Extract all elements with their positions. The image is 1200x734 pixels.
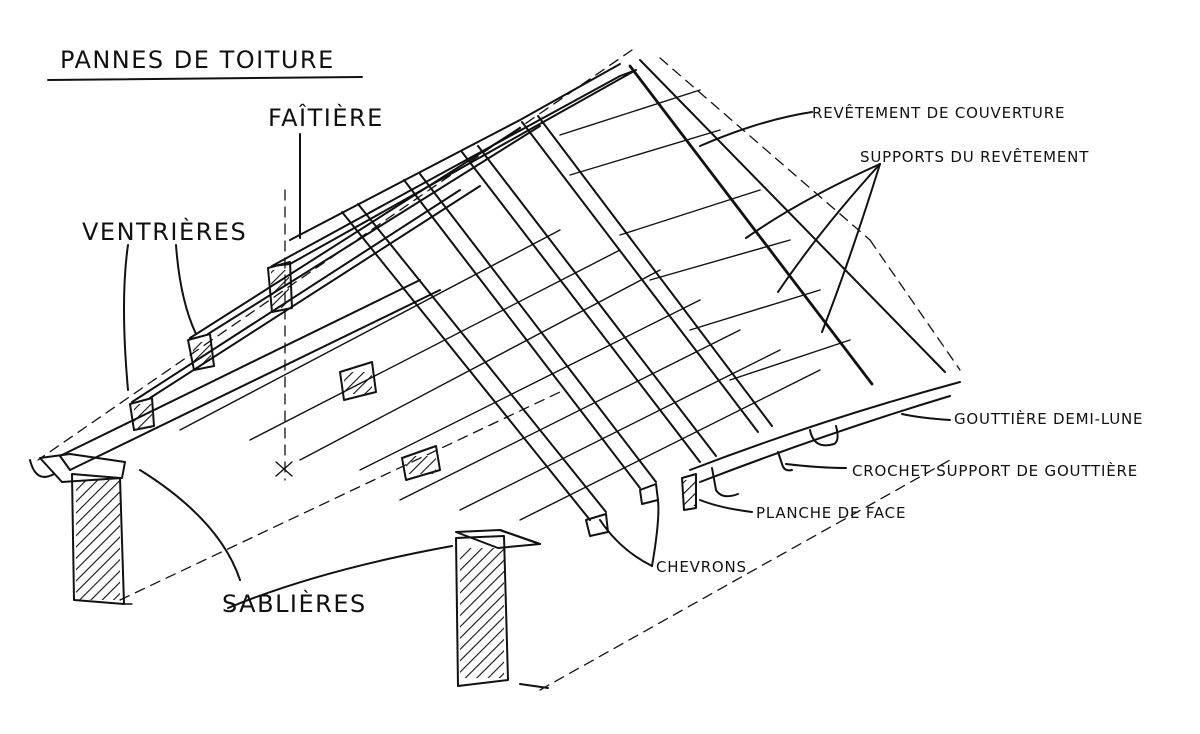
title-underline [47, 76, 363, 81]
label-chevrons: CHEVRONS [656, 558, 747, 576]
label-faitiere: FAÎTIÈRE [268, 103, 384, 132]
leader-lines [123, 111, 951, 609]
label-supports-revetement: SUPPORTS DU REVÊTEMENT [860, 147, 1089, 166]
label-ventrieres: VENTRIÈRES [82, 217, 247, 246]
purlin-ends [339, 361, 697, 511]
label-revetement-couverture: REVÊTEMENT DE COUVERTURE [812, 103, 1065, 122]
title-group: PANNES DE TOITURE [47, 46, 363, 81]
ground-marks [123, 603, 549, 689]
labels: FAÎTIÈRE VENTRIÈRES SABLIÈRES REVÊTEMENT… [82, 103, 1143, 618]
left-post [71, 473, 125, 605]
label-planche: PLANCHE DE FACE [756, 504, 906, 522]
label-crochet: CROCHET SUPPORT DE GOUTTIÈRE [852, 461, 1138, 480]
diagram-title: PANNES DE TOITURE [60, 46, 335, 74]
right-post [455, 529, 541, 687]
half-round-gutter [29, 381, 961, 483]
gutter-hook [711, 451, 793, 498]
wall-plate [39, 279, 441, 483]
label-sablieres: SABLIÈRES [222, 589, 367, 618]
rafters [341, 115, 773, 537]
label-gouttiere: GOUTTIÈRE DEMI-LUNE [954, 409, 1143, 428]
